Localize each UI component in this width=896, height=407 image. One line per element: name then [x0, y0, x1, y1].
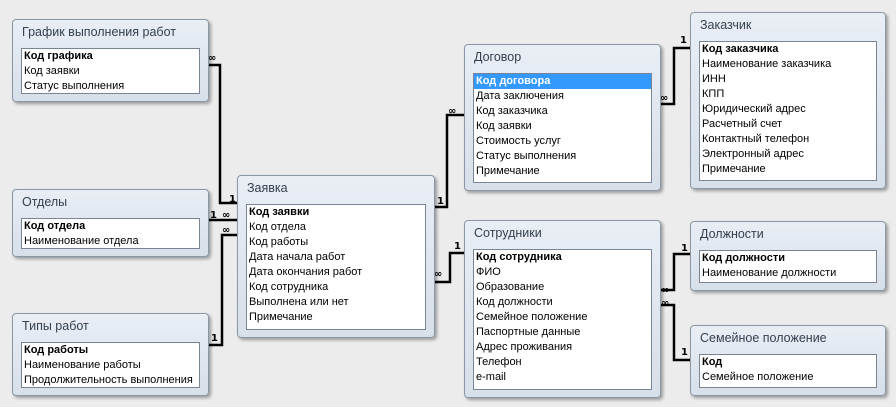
primary-key-field[interactable]: Код отдела: [24, 220, 86, 232]
table-field[interactable]: Код работы: [249, 236, 309, 248]
table-field[interactable]: Код сотрудника: [249, 281, 329, 293]
rel-label-one: 1: [454, 241, 461, 252]
table-field[interactable]: Код заявки: [24, 65, 80, 77]
table-field[interactable]: Примечание: [476, 165, 540, 177]
table-field[interactable]: Наименование работы: [24, 359, 141, 371]
rel-label-many: ∞: [661, 298, 670, 309]
table-field[interactable]: Статус выполнения: [476, 150, 577, 162]
rel-label-one: 1: [680, 35, 687, 46]
primary-key-field[interactable]: Код должности: [702, 252, 786, 264]
table-field[interactable]: Статус выполнения: [24, 80, 125, 92]
primary-key-field[interactable]: Код сотрудника: [476, 251, 562, 263]
table-field[interactable]: Код должности: [476, 296, 553, 308]
relationship-lines-group: [207, 46, 690, 362]
rel-label-many: ∞: [448, 106, 457, 117]
rel-line-worktypes-request: [207, 233, 237, 347]
table-title[interactable]: Семейное положение: [700, 331, 827, 345]
table-field[interactable]: Дата начала работ: [249, 251, 346, 263]
rel-label-one: 1: [681, 243, 688, 254]
primary-key-field[interactable]: Код работы: [24, 344, 89, 356]
rel-label-one: 1: [229, 194, 236, 205]
table-title[interactable]: Сотрудники: [474, 226, 542, 240]
rel-label-one: 1: [210, 210, 217, 221]
primary-key-field[interactable]: Код договора: [474, 74, 651, 89]
table-title[interactable]: Должности: [700, 227, 764, 241]
rel-label-many: ∞: [222, 225, 231, 236]
table-title[interactable]: Заявка: [247, 181, 288, 195]
table-title[interactable]: График выполнения работ: [22, 25, 176, 39]
table-field[interactable]: Юридический адрес: [702, 103, 806, 115]
table-field[interactable]: Продолжительность выполнения: [24, 374, 193, 386]
table-field[interactable]: Семейное положение: [702, 371, 814, 383]
table-field[interactable]: КПП: [702, 88, 725, 100]
rel-line-request-employees: [433, 251, 464, 284]
table-title[interactable]: Отделы: [22, 195, 68, 209]
table-title[interactable]: Договор: [474, 50, 522, 64]
table-field[interactable]: Наименование заказчика: [702, 58, 832, 70]
rel-label-many: ∞: [434, 269, 443, 280]
rel-line-contract-customer: [659, 46, 690, 106]
rel-label-one: 1: [437, 196, 444, 207]
table-field[interactable]: Код заказчика: [476, 105, 548, 117]
table-field[interactable]: Дата заключения: [476, 90, 564, 102]
table-title[interactable]: Типы работ: [22, 319, 89, 333]
primary-key-field[interactable]: Код заявки: [249, 206, 310, 218]
table-field[interactable]: Адрес проживания: [476, 341, 573, 353]
primary-key-field[interactable]: Код графика: [24, 50, 93, 62]
table-field[interactable]: Контактный телефон: [702, 133, 810, 145]
table-field[interactable]: Примечание: [702, 163, 766, 175]
table-field[interactable]: Выполнена или нет: [249, 296, 349, 308]
table-title[interactable]: Заказчик: [700, 18, 752, 32]
table-field[interactable]: Паспортные данные: [476, 326, 581, 338]
rel-label-many: ∞: [222, 210, 231, 221]
primary-key-field[interactable]: Код: [702, 356, 723, 368]
table-field[interactable]: ФИО: [476, 266, 501, 278]
rel-label-one: 1: [681, 347, 688, 358]
rel-label-many: ∞: [208, 53, 217, 64]
table-field[interactable]: Наименование должности: [702, 267, 837, 279]
table-field[interactable]: Электронный адрес: [702, 148, 804, 160]
table-field[interactable]: Стоимость услуг: [476, 135, 561, 147]
rel-label-one: 1: [211, 333, 218, 344]
rel-line-employees-positions: [659, 252, 690, 292]
table-field[interactable]: Образование: [476, 281, 545, 293]
table-field[interactable]: Примечание: [249, 311, 313, 323]
table-field[interactable]: Семейное положение: [476, 311, 588, 323]
rel-line-employees-marital: [659, 303, 690, 362]
table-field[interactable]: e-mail: [476, 371, 506, 383]
rel-label-many: ∞: [660, 93, 669, 104]
rel-line-request-contract: [433, 113, 464, 209]
primary-key-field[interactable]: Код заказчика: [702, 43, 779, 55]
rel-label-many: ∞: [661, 285, 670, 296]
table-field[interactable]: Телефон: [476, 356, 522, 368]
table-field[interactable]: Код отдела: [249, 221, 307, 233]
table-field[interactable]: Дата окончания работ: [249, 266, 363, 278]
table-field[interactable]: Наименование отдела: [24, 235, 139, 247]
table-field[interactable]: Расчетный счет: [702, 118, 783, 130]
table-field[interactable]: ИНН: [702, 73, 726, 85]
table-field[interactable]: Код заявки: [476, 120, 532, 132]
rel-line-schedule-request: [207, 63, 237, 205]
